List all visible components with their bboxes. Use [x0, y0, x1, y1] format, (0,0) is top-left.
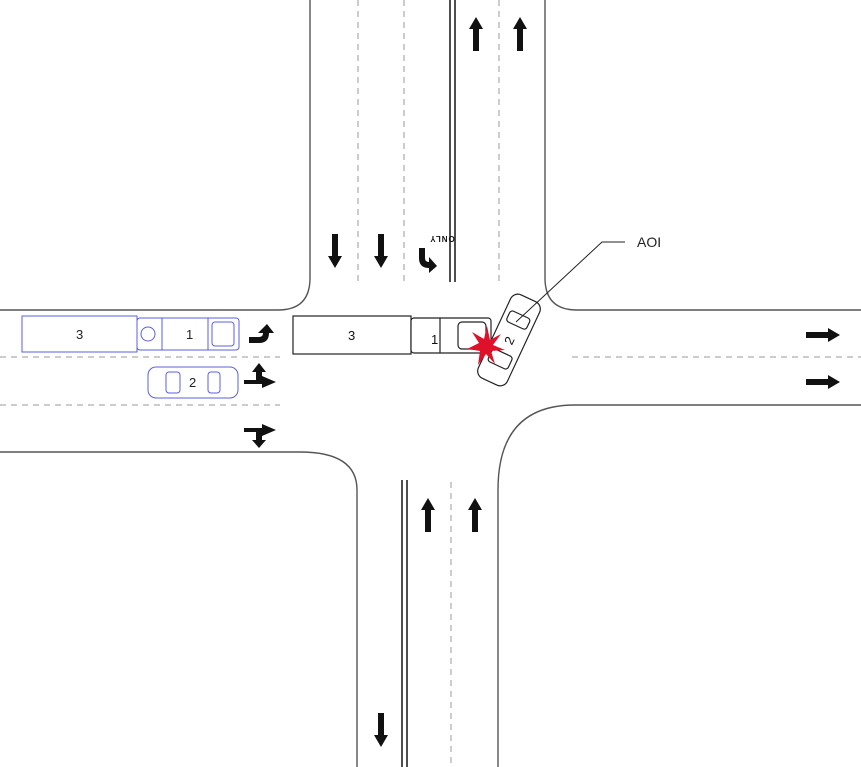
south-down-arrow [374, 713, 388, 747]
north-only-marking: ONLY [429, 234, 455, 243]
fifth-wheel-pre [140, 326, 156, 342]
label-2-pre: 2 [189, 375, 196, 390]
nw-curb [0, 0, 311, 311]
label-3-pre: 3 [76, 327, 83, 342]
label-3-impact: 3 [348, 328, 355, 343]
north-down-arrow-2 [374, 234, 388, 268]
east-right-arrow-2 [806, 375, 840, 389]
aoi-label: AOI [637, 234, 661, 250]
sw-curb [0, 451, 358, 767]
south-up-arrow-1 [421, 498, 435, 532]
tractor-cab-pre [211, 321, 235, 347]
north-down-arrow-1 [328, 234, 342, 268]
west-right-turn-arrow [249, 324, 274, 343]
south-up-arrow-2 [468, 498, 482, 532]
vehicle-1-3-pre-impact: 3 1 [21, 315, 240, 353]
vehicle-2-pre-impact: 2 [147, 366, 239, 399]
aoi-leader-line [515, 241, 625, 323]
ne-curb [544, 0, 861, 311]
trailer-3-impact [292, 315, 412, 355]
north-turn-arrow [419, 248, 437, 273]
west-through-left-arrow [244, 363, 276, 388]
west-left-turn-arrow [244, 424, 276, 448]
vehicle-1-3-impact: 3 1 [292, 315, 492, 355]
lane-arrows [244, 17, 840, 747]
label-1-impact: 1 [431, 332, 438, 347]
east-right-arrow-1 [806, 328, 840, 342]
se-curb [497, 404, 861, 767]
impact-star-icon [467, 326, 505, 365]
north-up-arrow-2 [513, 17, 527, 51]
north-up-arrow-1 [469, 17, 483, 51]
vehicle-2-impact: 2 [477, 293, 541, 387]
car-2-windshield [165, 371, 181, 394]
label-1-pre: 1 [186, 327, 193, 342]
car-2-rear-glass [207, 371, 221, 394]
